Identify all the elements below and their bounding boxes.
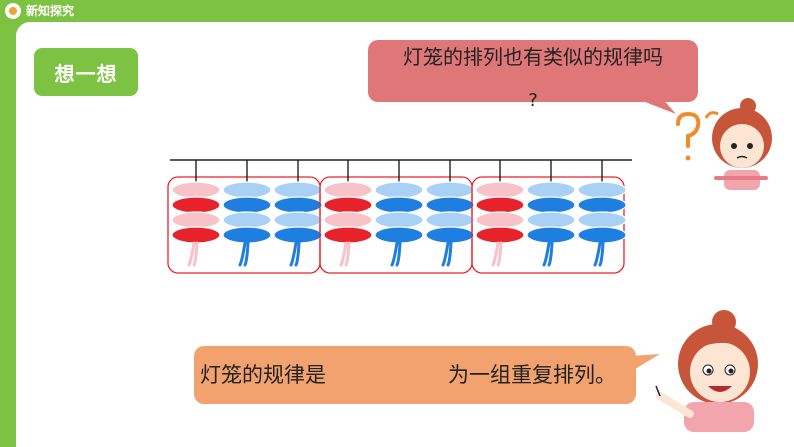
mascot-logo-icon [5, 3, 21, 19]
question-line-2: ? [528, 90, 538, 111]
blue-lantern [273, 160, 323, 267]
red-lantern [171, 160, 221, 267]
blue-lantern [222, 160, 272, 267]
answer-bubble: 灯笼的规律是 为一组重复排列。 [194, 346, 636, 404]
blue-lantern [425, 160, 475, 267]
think-badge: 想一想 [34, 48, 138, 96]
blue-lantern [577, 160, 627, 267]
blue-lantern [526, 160, 576, 267]
section-title: 新知探究 [26, 4, 75, 18]
question-bubble: 灯笼的排列也有类似的规律吗 ? [368, 40, 698, 111]
red-lantern [323, 160, 373, 267]
answer-text-before: 灯笼的规律是 [200, 363, 326, 387]
answer-bubble-tail [630, 354, 660, 372]
thinking-girl-icon [676, 98, 772, 190]
lantern-row [167, 160, 627, 274]
top-bar: 新知探究 [0, 0, 794, 22]
blue-lantern [374, 160, 424, 267]
red-lantern [475, 160, 525, 267]
lantern-group-box [471, 176, 625, 274]
question-line-1: 灯笼的排列也有类似的规律吗 [403, 45, 663, 69]
pointing-girl-icon [655, 310, 758, 432]
answer-text-after: 为一组重复排列。 [448, 363, 616, 387]
